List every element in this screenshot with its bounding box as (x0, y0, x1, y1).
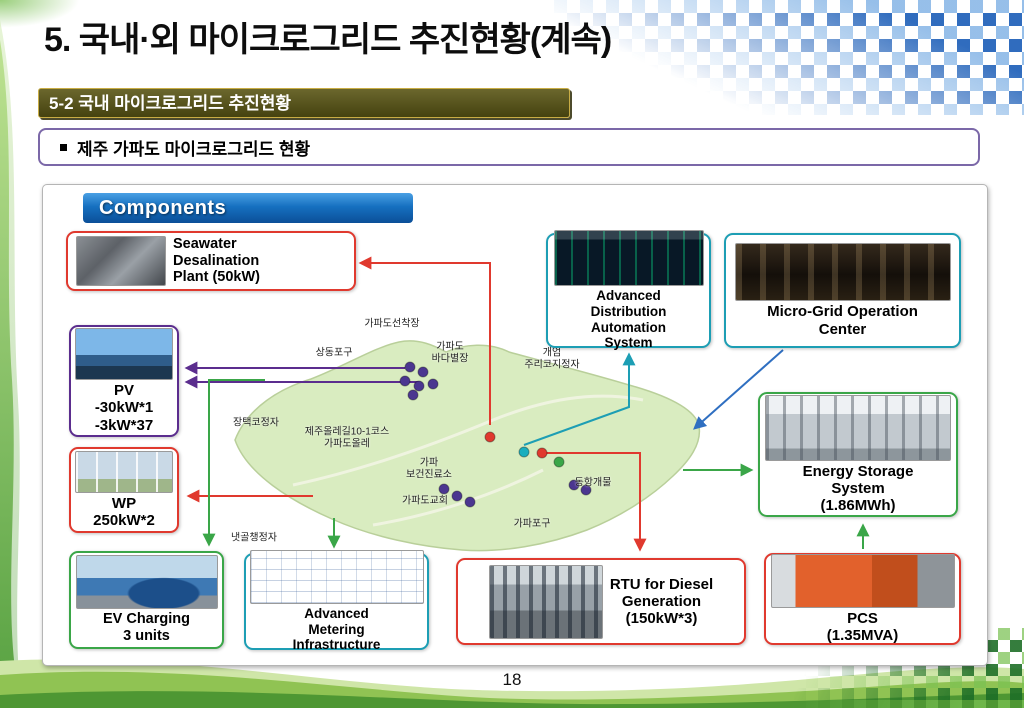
component-label: RTU for Diesel Generation (150kW*3) (609, 575, 714, 628)
pcs-photo (770, 553, 955, 608)
seawater-plant-photo (76, 236, 166, 286)
component-pcs: PCS (1.35MVA) (764, 553, 961, 645)
map-label: 동항개물 (574, 477, 612, 489)
pv-photo (75, 328, 173, 381)
ami-diagram-image (249, 550, 424, 605)
component-label: Advanced Metering Infrastructure (292, 606, 381, 653)
component-microgrid-operation-center: Micro-Grid Operation Center (724, 233, 961, 348)
section-header: 5-2 국내 마이크로그리드 추진현황 (38, 88, 570, 118)
ess-photo (765, 394, 951, 461)
bullet-text: 제주 가파도 마이크로그리드 현황 (77, 139, 311, 159)
map-label: 가파도선착장 (364, 318, 420, 330)
page-number: 18 (502, 670, 522, 689)
map-label: 가파도교회 (402, 495, 448, 507)
operation-center-photo (734, 243, 951, 302)
component-label: Seawater Desalination Plant (50kW) (173, 236, 261, 286)
bullet-box: 제주 가파도 마이크로그리드 현황 (38, 128, 980, 166)
components-diagram: Components (42, 184, 988, 666)
corner-green-decoration (0, 0, 80, 28)
component-ev-charging: EV Charging 3 units (69, 551, 224, 649)
mosaic-decoration-top-right (554, 0, 1024, 115)
component-seawater-desalination-plant: Seawater Desalination Plant (50kW) (66, 231, 356, 291)
component-wind-power: WP 250kW*2 (69, 447, 179, 533)
rtu-building-photo (488, 564, 603, 639)
island-map-and-arrows (184, 256, 870, 552)
component-label: Micro-Grid Operation Center (767, 303, 918, 338)
map-markers (399, 361, 592, 508)
component-label: Energy Storage System (1.86MWh) (802, 462, 914, 515)
slide-title: 5. 국내·외 마이크로그리드 추진현황(계속) (44, 21, 612, 59)
wind-power-photo (75, 450, 173, 493)
map-label: 장택코정자 (233, 417, 279, 429)
component-label: PV -30kW*1 -3kW*37 (94, 382, 154, 434)
component-label: PCS (1.35MVA) (826, 609, 899, 644)
component-label: Advanced Distribution Automation System (590, 288, 667, 351)
component-label: EV Charging 3 units (102, 611, 190, 644)
components-tab-header: Components (83, 193, 413, 223)
ev-charging-photo (75, 555, 218, 610)
component-advanced-distribution-automation: Advanced Distribution Automation System (546, 230, 711, 351)
map-label: 제주올레길10-1코스 가파도올레 (304, 426, 390, 450)
component-energy-storage-system: Energy Storage System (1.86MWh) (758, 392, 958, 517)
map-island (234, 340, 701, 552)
bullet-icon (60, 143, 67, 151)
map-label: 가파도 바다별장 (431, 341, 469, 365)
left-green-swoosh (0, 20, 20, 708)
ada-system-photo (553, 230, 704, 287)
map-label: 냇골챙정자 (231, 532, 277, 544)
map-label: 개엄 주리코지정자 (524, 347, 580, 371)
component-pv: PV -30kW*1 -3kW*37 (69, 325, 179, 437)
component-label: WP 250kW*2 (93, 494, 155, 529)
connection-arrows (184, 256, 870, 552)
component-advanced-metering-infrastructure: Advanced Metering Infrastructure (244, 550, 429, 653)
map-label: 상동포구 (315, 347, 353, 359)
map-label: 가파 보건진료소 (406, 457, 452, 481)
component-rtu-diesel-generation: RTU for Diesel Generation (150kW*3) (456, 558, 746, 645)
map-roads (292, 394, 644, 527)
map-label: 가파포구 (513, 518, 551, 530)
